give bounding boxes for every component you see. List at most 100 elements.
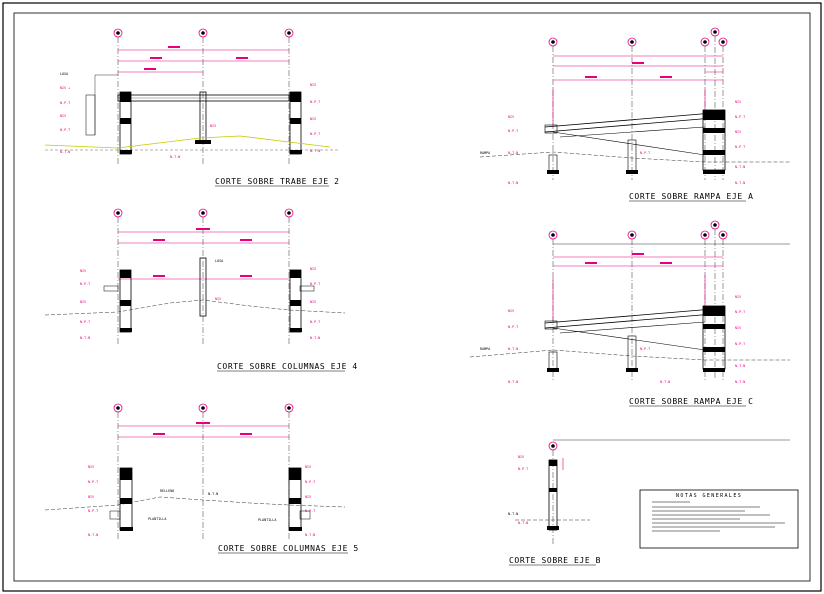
axis-bubble bbox=[284, 28, 294, 38]
svg-text:N.P.T: N.P.T bbox=[305, 480, 315, 484]
svg-text:N.P.T: N.P.T bbox=[310, 100, 320, 104]
svg-text:N.P.T: N.P.T bbox=[60, 101, 70, 105]
svg-text:N.P.T: N.P.T bbox=[508, 129, 518, 133]
ground-line bbox=[44, 299, 346, 316]
svg-text:NIV: NIV bbox=[310, 83, 316, 87]
column bbox=[199, 257, 207, 317]
axis-bubble bbox=[700, 230, 710, 240]
section-title: CORTE SOBRE EJE B bbox=[509, 556, 601, 565]
svg-text:N.P.T: N.P.T bbox=[735, 115, 745, 119]
svg-text:LOSA: LOSA bbox=[215, 259, 223, 263]
ground-line bbox=[479, 151, 790, 163]
ramp-slab bbox=[544, 111, 726, 128]
svg-text:N.P.T: N.P.T bbox=[310, 132, 320, 136]
axis-bubble bbox=[113, 208, 123, 218]
svg-text:N.P.T: N.P.T bbox=[88, 480, 98, 484]
svg-text:NIV: NIV bbox=[305, 495, 311, 499]
svg-text:PLANTILLA: PLANTILLA bbox=[258, 518, 276, 522]
section-trabe-eje-2: LOSA NIV + N.P.T NIV N.P.T N.T.N NIV N.P… bbox=[44, 28, 340, 187]
svg-text:N.T.N: N.T.N bbox=[170, 155, 180, 159]
svg-text:NIV: NIV bbox=[60, 114, 66, 118]
svg-text:N.T.N: N.T.N bbox=[735, 181, 745, 185]
section-title: CORTE SOBRE TRABE EJE 2 bbox=[215, 177, 340, 186]
notes-heading: NOTAS GENERALES bbox=[676, 493, 742, 499]
svg-text:NIV: NIV bbox=[508, 309, 514, 313]
svg-text:N.P.T: N.P.T bbox=[310, 282, 320, 286]
axis-bubble bbox=[198, 28, 208, 38]
axis-bubble bbox=[710, 27, 720, 37]
svg-text:N.P.T: N.P.T bbox=[305, 509, 315, 513]
svg-text:N.T.N: N.T.N bbox=[508, 380, 518, 384]
section-title: CORTE SOBRE COLUMNAS EJE 5 bbox=[218, 544, 359, 553]
axis-bubble bbox=[718, 37, 728, 47]
svg-text:N.T.N: N.T.N bbox=[310, 336, 320, 340]
axis-bubble bbox=[710, 220, 720, 230]
svg-text:NIV: NIV bbox=[210, 124, 216, 128]
svg-text:NIV: NIV bbox=[518, 455, 524, 459]
svg-text:N.T.N: N.T.N bbox=[310, 149, 320, 153]
svg-text:NIV: NIV bbox=[310, 117, 316, 121]
axis-bubble bbox=[113, 403, 123, 413]
axis-bubble bbox=[627, 230, 637, 240]
svg-text:PLANTILLA: PLANTILLA bbox=[148, 517, 166, 521]
svg-text:NIV: NIV bbox=[508, 115, 514, 119]
axis-bubble bbox=[198, 403, 208, 413]
ground-line bbox=[44, 496, 346, 511]
svg-text:NIV: NIV bbox=[88, 495, 94, 499]
svg-text:N.P.T: N.P.T bbox=[735, 342, 745, 346]
axis-bubble bbox=[113, 28, 123, 38]
svg-text:NIV: NIV bbox=[310, 267, 316, 271]
axis-bubble bbox=[198, 208, 208, 218]
svg-text:NIV: NIV bbox=[80, 269, 86, 273]
svg-text:N.T.N: N.T.N bbox=[518, 521, 528, 525]
svg-text:N.P.T: N.P.T bbox=[88, 509, 98, 513]
svg-text:N.T.N: N.T.N bbox=[508, 512, 518, 516]
general-notes-box: NOTAS GENERALES bbox=[639, 489, 799, 549]
svg-text:N.P.T: N.P.T bbox=[60, 128, 70, 132]
svg-text:NIV: NIV bbox=[735, 295, 741, 299]
svg-text:RAMPA: RAMPA bbox=[480, 151, 490, 155]
svg-text:N.P.T: N.P.T bbox=[80, 320, 90, 324]
svg-text:N.T.N: N.T.N bbox=[508, 151, 518, 155]
section-columnas-eje-4: NIV N.P.T NIV N.P.T N.T.N NIV N.P.T NIV … bbox=[44, 208, 357, 372]
svg-text:NIV: NIV bbox=[735, 130, 741, 134]
svg-text:NIV: NIV bbox=[215, 297, 221, 301]
svg-text:N.T.N: N.T.N bbox=[735, 380, 745, 384]
svg-text:LOSA: LOSA bbox=[60, 72, 68, 76]
section-title: CORTE SOBRE RAMPA EJE A bbox=[629, 192, 754, 201]
svg-text:N.T.N: N.T.N bbox=[660, 380, 670, 384]
axis-bubble bbox=[627, 37, 637, 47]
section-columnas-eje-5: NIV N.P.T NIV N.P.T N.T.N NIV N.P.T NIV … bbox=[44, 403, 359, 554]
axis-bubble bbox=[718, 230, 728, 240]
svg-text:N.P.T: N.P.T bbox=[640, 151, 650, 155]
svg-text:N.P.T: N.P.T bbox=[80, 282, 90, 286]
ramp-slab bbox=[544, 307, 726, 324]
svg-text:N.T.N: N.T.N bbox=[208, 492, 218, 496]
section-rampa-eje-a: NIV N.P.T N.T.N N.T.N NIV N.P.T NIV N.P.… bbox=[479, 27, 790, 202]
ground-line bbox=[44, 135, 331, 149]
axis-bubble bbox=[548, 441, 558, 451]
svg-text:N.T.N: N.T.N bbox=[508, 347, 518, 351]
ground-line bbox=[469, 349, 790, 361]
section-eje-b: NIV N.P.T N.T.N N.T.N CORTE SOBRE EJE B bbox=[508, 439, 790, 566]
svg-text:N.P.T: N.P.T bbox=[735, 310, 745, 314]
svg-text:NIV +: NIV + bbox=[60, 86, 70, 90]
axis-bubble bbox=[284, 403, 294, 413]
svg-text:N.T.N: N.T.N bbox=[305, 533, 315, 537]
svg-text:N.P.T: N.P.T bbox=[508, 325, 518, 329]
svg-text:N.T.N: N.T.N bbox=[60, 150, 70, 154]
svg-text:N.P.T: N.P.T bbox=[310, 320, 320, 324]
axis-bubble bbox=[700, 37, 710, 47]
axis-bubble bbox=[548, 230, 558, 240]
axis-bubble bbox=[284, 208, 294, 218]
svg-text:N.P.T: N.P.T bbox=[640, 347, 650, 351]
svg-text:RELLENO: RELLENO bbox=[160, 489, 174, 493]
svg-text:NIV: NIV bbox=[310, 300, 316, 304]
svg-text:N.T.N: N.T.N bbox=[508, 181, 518, 185]
svg-text:NIV: NIV bbox=[735, 100, 741, 104]
svg-text:N.T.N: N.T.N bbox=[735, 364, 745, 368]
svg-text:N.P.T: N.P.T bbox=[518, 467, 528, 471]
svg-text:N.P.T: N.P.T bbox=[735, 145, 745, 149]
